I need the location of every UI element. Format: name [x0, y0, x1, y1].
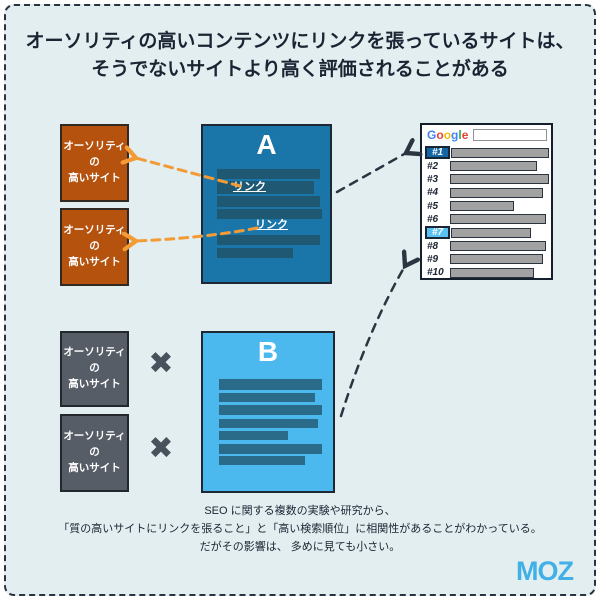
authority-site-box-orange-2: オーソリティの 高いサイト: [60, 208, 129, 286]
google-serp-panel: Google #1#2#3 #4#5#6#7#8#9 #10: [420, 123, 553, 280]
no-link-cross-icon: ✖: [148, 432, 174, 465]
no-link-cross-icon: ✖: [148, 347, 174, 380]
google-search-box: [473, 129, 547, 141]
rank-label: #9: [427, 253, 439, 265]
caption-line1: SEO に関する複数の実験や研究から、: [204, 505, 396, 517]
headline-line2: そうでないサイトより高く評価されることがある: [91, 58, 509, 80]
rank-label: #2: [427, 160, 439, 172]
rank-label: #5: [427, 200, 439, 212]
authority-site-label-line2: 高いサイト: [68, 171, 121, 184]
content-bar: [217, 209, 322, 219]
result-row: #1: [424, 146, 549, 160]
authority-site-box-gray-1: オーソリティの 高いサイト: [60, 331, 129, 407]
rank-label: #7: [425, 226, 450, 240]
result-row: #4: [424, 186, 549, 199]
headline: オーソリティの高いコンテンツにリンクを張っているサイトは、 そうでないサイトより…: [0, 28, 600, 83]
rank-label: #8: [427, 240, 439, 252]
google-logo-letter: G: [427, 128, 437, 142]
result-bar: [450, 267, 534, 278]
caption-line2: 「質の高いサイトにリンクを張ること」と「高い検索順位」に相関性があることがわかっ…: [58, 522, 542, 535]
result-row: #9: [424, 253, 549, 266]
google-logo-letter: l: [458, 128, 462, 142]
google-logo: Google: [427, 128, 468, 142]
content-bar: [217, 169, 320, 179]
result-bar: [450, 241, 546, 252]
google-logo-letter: o: [443, 128, 452, 142]
result-bar: [450, 161, 537, 172]
google-logo-letter: e: [461, 128, 469, 142]
content-bar: [219, 419, 318, 428]
headline-line1: オーソリティの高いコンテンツにリンクを張っているサイトは、: [25, 31, 575, 52]
result-bar: [450, 214, 546, 225]
rank-label: #6: [427, 213, 439, 225]
result-bar: [450, 174, 549, 185]
authority-site-box-gray-2: オーソリティの 高いサイト: [60, 414, 129, 492]
rank-label: #10: [427, 267, 444, 279]
authority-site-label-line1: オーソリティの: [63, 430, 126, 459]
link-anchor-2: リンク: [255, 219, 288, 231]
content-bar: [219, 431, 288, 440]
result-bar: [450, 187, 543, 198]
result-row: #10: [424, 266, 549, 279]
content-bar: [219, 405, 322, 415]
result-bar: [451, 147, 549, 158]
result-row: #6: [424, 213, 549, 226]
result-row: #3: [424, 173, 549, 186]
authority-site-label-line1: オーソリティの: [63, 224, 126, 253]
authority-site-label-line2: 高いサイト: [68, 377, 121, 390]
authority-site-label-line1: オーソリティの: [63, 140, 126, 169]
authority-site-box-orange-1: オーソリティの 高いサイト: [60, 124, 129, 202]
content-bar-with-link: リンク: [217, 181, 314, 194]
rank-label: #3: [427, 173, 439, 185]
result-bar: [451, 227, 531, 238]
google-logo-letter: g: [451, 128, 459, 142]
result-row: #8: [424, 239, 549, 252]
rank-label: #4: [427, 187, 439, 199]
content-bar: [219, 379, 322, 390]
result-row: #7: [424, 226, 549, 240]
site-a-label: A: [256, 129, 277, 160]
caption: SEO に関する複数の実験や研究から、 「質の高いサイトにリンクを張ること」と「…: [0, 503, 600, 556]
site-b-page: B: [201, 331, 335, 493]
content-bar: [217, 196, 320, 207]
site-a-page: A リンク リンク: [201, 124, 332, 284]
google-results: #1#2#3 #4#5#6#7#8#9 #10: [424, 146, 549, 279]
content-bar: [219, 393, 315, 402]
content-bar: [219, 444, 322, 454]
google-logo-letter: o: [436, 128, 444, 142]
link-anchor-1: リンク: [233, 181, 266, 193]
result-row: #5: [424, 199, 549, 212]
google-header: Google: [427, 128, 547, 142]
moz-logo: MOZ: [516, 556, 574, 586]
content-bar: [219, 456, 305, 465]
rank-label: #1: [425, 146, 450, 160]
authority-site-label-line2: 高いサイト: [68, 255, 121, 268]
content-bar: [217, 235, 320, 245]
content-bar: [217, 248, 293, 258]
result-bar: [450, 254, 543, 265]
site-b-label: B: [257, 336, 279, 367]
authority-site-label-line1: オーソリティの: [63, 346, 126, 375]
authority-site-label-line2: 高いサイト: [68, 461, 121, 474]
caption-line3: だがその影響は、 多めに見ても小さい。: [199, 540, 401, 553]
result-row: #2: [424, 159, 549, 172]
result-bar: [450, 201, 514, 212]
infographic-frame: [4, 4, 596, 596]
